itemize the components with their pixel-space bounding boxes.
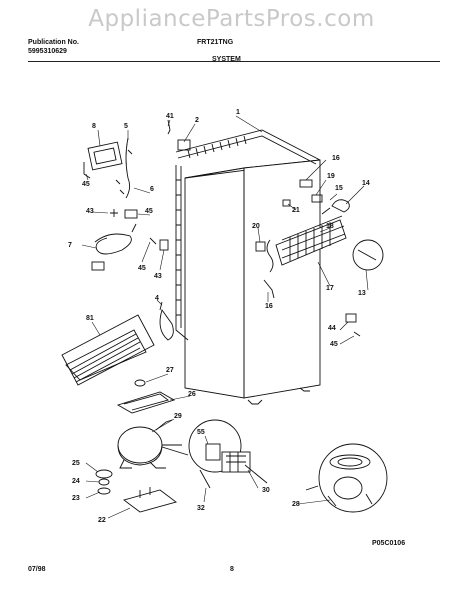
callout-label: 21 [292, 207, 300, 214]
callout-label: 8 [92, 123, 96, 130]
callout-label: 43 [154, 273, 162, 280]
callout-label: 44 [328, 325, 336, 332]
callout-label: 2 [195, 117, 199, 124]
callout-label: 23 [72, 495, 80, 502]
callout-label: 45 [330, 341, 338, 348]
harness-7 [94, 233, 132, 255]
watermark: AppliancePartsPros.com [88, 6, 375, 32]
screw-45c [149, 237, 157, 245]
part-14 [331, 199, 350, 213]
footer-page: 8 [230, 566, 234, 573]
clip-20 [255, 241, 266, 252]
screw-45b [110, 209, 118, 217]
callout-label: 14 [362, 180, 370, 187]
publication-number: 5995310629 [28, 48, 67, 55]
washer-23 [97, 487, 111, 495]
screw-45a [83, 162, 91, 179]
callout-label: 19 [327, 173, 335, 180]
callout-label: 55 [197, 429, 205, 436]
callout-label: 43 [86, 208, 94, 215]
screw-21 [282, 199, 291, 207]
callout-label: 24 [72, 478, 80, 485]
callout-label: 45 [82, 181, 90, 188]
compressor-assembly-28 [305, 443, 388, 513]
relay-55 [205, 443, 221, 461]
detail-13 [352, 239, 384, 271]
compressor [117, 419, 182, 469]
callout-label: 16 [332, 155, 340, 162]
footer-date: 07/98 [28, 566, 46, 573]
model-number: FRT21TNG [197, 39, 234, 46]
part-8 [87, 141, 123, 171]
refrigerator-cabinet [184, 159, 321, 405]
section-title: SYSTEM [212, 56, 241, 63]
callout-label: 18 [326, 223, 334, 230]
header-rule [28, 61, 440, 62]
callout-label: 7 [68, 242, 72, 249]
mounting-plate [122, 489, 178, 513]
drain-pan [116, 391, 176, 414]
callout-label: 32 [197, 505, 205, 512]
screw-27 [134, 379, 146, 387]
callout-label: 4 [155, 295, 159, 302]
callout-label: 45 [138, 265, 146, 272]
callout-label: 22 [98, 517, 106, 524]
diagram-code: P05C0106 [372, 540, 406, 547]
bracket-43b [159, 239, 169, 251]
evaporator [266, 215, 347, 273]
screw-45d [353, 331, 361, 337]
callout-label: 27 [166, 367, 174, 374]
sleeve-24 [98, 478, 110, 486]
callout-label: 25 [72, 460, 80, 467]
condenser-coil [175, 129, 321, 341]
grommet-25 [95, 469, 113, 479]
callout-label: 29 [174, 413, 182, 420]
part-4 [159, 308, 174, 341]
screw-44 [345, 313, 357, 323]
clip-2 [177, 139, 191, 151]
callout-label: 15 [335, 185, 343, 192]
callout-label: 16 [265, 303, 273, 310]
callout-label: 17 [326, 285, 334, 292]
callout-label: 30 [262, 487, 270, 494]
callout-label: 26 [188, 391, 196, 398]
callout-label: 28 [292, 501, 300, 508]
callout-label: 20 [252, 223, 260, 230]
callout-label: 1 [236, 109, 240, 116]
grille [61, 314, 155, 386]
publication-label: Publication No. [28, 39, 79, 46]
plug-7 [91, 261, 105, 271]
callout-labels: 1 2 41 5 8 6 45 43 45 7 45 43 4 81 27 26 29 55 25 24 23 22 30 3… [68, 109, 370, 524]
callout-label: 6 [150, 186, 154, 193]
cover-32 [199, 469, 211, 489]
callout-label: 5 [124, 123, 128, 130]
callout-label: 13 [358, 290, 366, 297]
callout-label: 41 [166, 113, 174, 120]
callout-label: 45 [145, 208, 153, 215]
callout-label: 81 [86, 315, 94, 322]
wire-5 [125, 137, 131, 199]
bracket-43 [124, 209, 138, 219]
bracket-19 [311, 194, 323, 203]
